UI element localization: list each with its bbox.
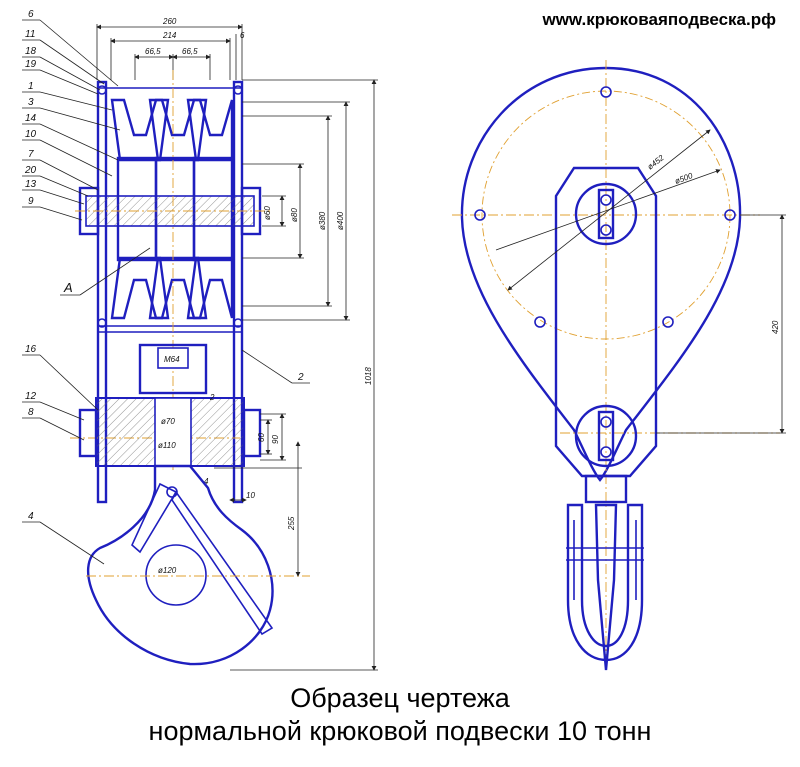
callout-19: 19 bbox=[25, 59, 37, 70]
dim-gap-10: 10 bbox=[246, 491, 255, 500]
top-dimensions: 260 214 66,5 66,5 6 bbox=[96, 17, 245, 80]
hook-throat bbox=[145, 544, 207, 606]
side-cheek-plate bbox=[460, 66, 742, 482]
left-side-plate bbox=[96, 80, 108, 504]
dim-side-spacing: 420 bbox=[771, 320, 780, 334]
bolt-icon bbox=[600, 86, 612, 98]
front-view: 260 214 66,5 66,5 6 bbox=[22, 9, 378, 671]
caption-subtitle: нормальной крюковой подвески 10 тонн bbox=[148, 716, 652, 746]
dim-side-d452: ø452 bbox=[646, 153, 666, 172]
dim-top-overall: 260 bbox=[162, 17, 177, 26]
caption-title: Образец чертежа bbox=[290, 683, 510, 713]
bolt-icon bbox=[724, 209, 736, 221]
tie-bolt-icon bbox=[97, 85, 107, 95]
dim-overall-height: 1018 bbox=[364, 367, 373, 385]
callout-1: 1 bbox=[28, 81, 34, 92]
callout-9: 9 bbox=[28, 196, 34, 207]
dim-d70: ø70 bbox=[161, 417, 175, 426]
dim-60-lower: 60 bbox=[257, 433, 266, 442]
callout-18: 18 bbox=[25, 46, 37, 57]
dim-hook-throat: ø120 bbox=[158, 566, 177, 575]
callout-7: 7 bbox=[28, 149, 34, 160]
hook: ø120 255 bbox=[86, 441, 310, 666]
dim-pitch-1: 66,5 bbox=[145, 47, 161, 56]
dim-hook-height: 255 bbox=[287, 516, 296, 531]
bolt-icon bbox=[534, 316, 546, 328]
hook-nut bbox=[157, 347, 189, 369]
dim-gap-4: 4 bbox=[204, 477, 209, 486]
callout-8: 8 bbox=[28, 407, 34, 418]
dim-d110: ø110 bbox=[158, 441, 176, 450]
callout-12: 12 bbox=[25, 391, 37, 402]
bolt-icon bbox=[474, 209, 486, 221]
callout-20: 20 bbox=[24, 165, 37, 176]
dim-d380: ø380 bbox=[318, 211, 327, 230]
callout-A: A bbox=[63, 280, 73, 295]
callout-3: 3 bbox=[28, 97, 34, 108]
dim-d60: ø60 bbox=[263, 206, 272, 220]
callout-4: 4 bbox=[28, 511, 34, 522]
callout-13: 13 bbox=[25, 179, 37, 190]
dim-side-d500: ø500 bbox=[674, 171, 695, 186]
side-hook bbox=[566, 474, 644, 671]
dim-pitch-2: 66,5 bbox=[182, 47, 198, 56]
tie-bolt-icon bbox=[233, 85, 243, 95]
callout-11: 11 bbox=[25, 29, 35, 40]
dim-d80: ø80 bbox=[290, 208, 299, 222]
dim-d400: ø400 bbox=[336, 211, 345, 230]
tie-bolt-icon bbox=[233, 318, 243, 328]
dim-chamfer: 2 bbox=[209, 393, 215, 402]
dim-thread: M64 bbox=[164, 355, 180, 364]
bolt-icon bbox=[662, 316, 674, 328]
sheave-dimensions: ø400 ø380 ø80 ø60 bbox=[242, 101, 350, 321]
tie-bolt-icon bbox=[97, 318, 107, 328]
dim-top-inner: 214 bbox=[162, 31, 177, 40]
site-url: www.крюковаяподвеска.рф bbox=[542, 10, 776, 29]
side-view: ø452 ø500 420 bbox=[452, 60, 786, 671]
callouts: 6 11 18 19 1 3 14 10 7 20 13 9 A bbox=[22, 9, 310, 565]
hook-traverse: M64 ø70 ø110 2 60 90 4 10 bbox=[78, 343, 286, 503]
dim-side-gap: 6 bbox=[240, 31, 245, 40]
callout-6: 6 bbox=[28, 9, 34, 20]
callout-2: 2 bbox=[297, 372, 304, 383]
hook-latch bbox=[131, 482, 178, 554]
callout-16: 16 bbox=[25, 344, 37, 355]
callout-10: 10 bbox=[25, 129, 37, 140]
callout-14: 14 bbox=[25, 113, 37, 124]
lower-axle-boss bbox=[574, 404, 638, 468]
dim-90-lower: 90 bbox=[271, 435, 280, 444]
